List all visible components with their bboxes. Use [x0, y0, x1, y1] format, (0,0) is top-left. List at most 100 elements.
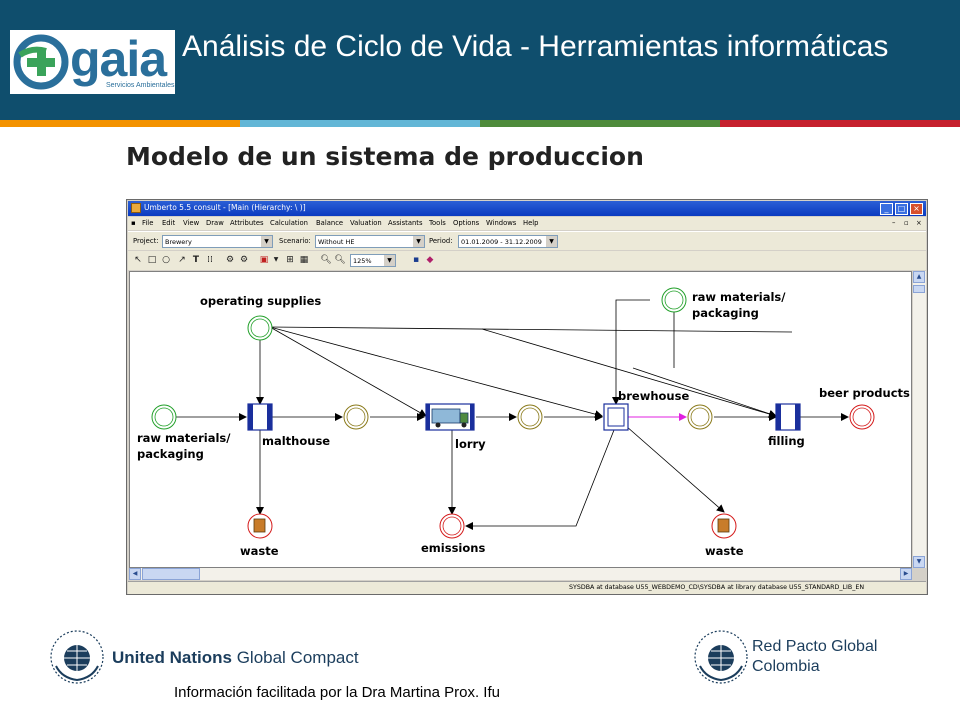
label-beer-products: beer products: [819, 386, 910, 400]
circle-tool-icon[interactable]: ○: [162, 255, 170, 265]
scroll-thumb[interactable]: [913, 285, 925, 293]
color-tool-icon[interactable]: ▣: [259, 255, 269, 265]
waste-bin-icon: [253, 518, 266, 533]
global-compact-left-icon: [50, 630, 104, 684]
arc-raw-top-to-filling-b: [632, 367, 777, 418]
minimize-button[interactable]: _: [880, 203, 893, 215]
truck-icon: [431, 408, 469, 428]
place-raw-materials-top[interactable]: [661, 287, 687, 313]
global-compact-right-icon: [694, 630, 748, 684]
place-operating-supplies[interactable]: [247, 315, 273, 341]
stripe-red: [720, 120, 960, 127]
scroll-right-button[interactable]: ▶: [900, 568, 912, 580]
project-label: Project:: [133, 237, 159, 245]
status-text: SYSDBA at database U55_WEBDEMO_CD\SYSDBA…: [569, 584, 865, 591]
horizontal-scrollbar[interactable]: ◀ ▶: [129, 568, 912, 580]
app-icon: [131, 203, 141, 213]
arc-raw-top-to-brewhouse: [612, 299, 650, 405]
project-select[interactable]: Brewery ▼: [162, 235, 273, 248]
menu-attributes[interactable]: Attributes: [230, 219, 264, 227]
scroll-thumb[interactable]: [142, 568, 200, 580]
process-tool-icon[interactable]: ⚙: [225, 255, 235, 265]
menu-help[interactable]: Help: [523, 219, 539, 227]
process-link-tool-icon[interactable]: ⚙: [239, 255, 249, 265]
chevron-down-icon: ▼: [261, 236, 272, 247]
zoom-out-icon[interactable]: 🔍︎: [334, 255, 346, 265]
menu-file[interactable]: File: [142, 219, 154, 227]
mdi-restore-button[interactable]: ▫: [904, 219, 909, 227]
gaia-globe-icon: [13, 34, 69, 90]
material-flow-network[interactable]: operating supplies raw materials/ packag…: [130, 272, 913, 569]
place-connection-brew[interactable]: [687, 404, 713, 430]
rp-line-1: Red Pacto Global: [752, 638, 878, 655]
grid-tool-icon[interactable]: ⁞⁞: [207, 255, 213, 265]
chevron-down-icon: ▼: [546, 236, 557, 247]
align-tool-icon[interactable]: ⊞: [286, 255, 294, 265]
menu-windows[interactable]: Windows: [486, 219, 517, 227]
zoom-in-icon[interactable]: 🔍︎: [320, 255, 332, 265]
project-value: Brewery: [165, 238, 192, 246]
label-brewhouse: brewhouse: [618, 389, 689, 403]
menu-edit[interactable]: Edit: [162, 219, 176, 227]
transition-lorry[interactable]: [425, 403, 475, 431]
label-emissions: emissions: [421, 541, 485, 555]
place-raw-materials-left[interactable]: [151, 404, 177, 430]
scroll-down-button[interactable]: ▼: [913, 556, 925, 568]
scroll-left-button[interactable]: ◀: [129, 568, 141, 580]
book-icon[interactable]: ◆: [426, 255, 434, 265]
window-title: Umberto 5.5 consult - [Main (Hierarchy: …: [144, 203, 306, 212]
zoom-select[interactable]: 125% ▼: [350, 254, 396, 267]
gaia-logo-subtitle: Servicios Ambientales: [106, 82, 175, 89]
transition-malthouse[interactable]: [247, 403, 273, 431]
place-beer-products[interactable]: [849, 404, 875, 430]
gaia-logo: gaia Servicios Ambientales: [10, 30, 175, 94]
place-emissions[interactable]: [439, 513, 465, 539]
period-select[interactable]: 01.01.2009 - 31.12.2009 ▼: [458, 235, 558, 248]
text-tool-icon[interactable]: T: [192, 255, 200, 265]
calculator-icon[interactable]: ▪: [412, 255, 420, 265]
mdi-close-button[interactable]: ×: [916, 219, 922, 227]
credit-text: Información facilitada por la Dra Martin…: [174, 684, 500, 701]
rectangle-tool-icon[interactable]: □: [147, 255, 157, 265]
model-canvas[interactable]: operating supplies raw materials/ packag…: [129, 271, 912, 568]
scroll-up-button[interactable]: ▲: [913, 271, 925, 283]
chevron-down-icon[interactable]: ▼: [273, 256, 279, 263]
close-button[interactable]: ×: [910, 203, 923, 215]
arc-operating-to-filling-b: [481, 328, 777, 418]
menu-view[interactable]: View: [183, 219, 200, 227]
scenario-select[interactable]: Without HE ▼: [315, 235, 425, 248]
gaia-logo-word: gaia: [70, 31, 167, 87]
place-connection-malt[interactable]: [343, 404, 369, 430]
menu-calculation[interactable]: Calculation: [270, 219, 308, 227]
menu-doc-icon[interactable]: ▪: [131, 219, 136, 227]
umberto-window: Umberto 5.5 consult - [Main (Hierarchy: …: [126, 199, 928, 595]
maximize-button[interactable]: □: [895, 203, 908, 215]
label-lorry: lorry: [455, 437, 486, 451]
pointer-tool-icon[interactable]: ↖: [134, 255, 142, 265]
transition-brewhouse[interactable]: [603, 403, 629, 431]
mdi-minimize-button[interactable]: –: [892, 219, 896, 227]
place-waste-left[interactable]: [247, 513, 273, 539]
scenario-label: Scenario:: [279, 237, 311, 245]
arrow-tool-icon[interactable]: ↗: [178, 255, 186, 265]
menu-options[interactable]: Options: [453, 219, 480, 227]
arc-brewhouse-to-waste: [625, 425, 725, 513]
transition-filling[interactable]: [775, 403, 801, 431]
window-titlebar[interactable]: Umberto 5.5 consult - [Main (Hierarchy: …: [128, 201, 926, 216]
vertical-scrollbar[interactable]: ▲ ▼: [913, 271, 926, 568]
table-tool-icon[interactable]: ▦: [299, 255, 309, 265]
arc-operating-to-brewhouse: [269, 326, 603, 419]
menu-valuation[interactable]: Valuation: [350, 219, 382, 227]
stripe-green: [480, 120, 720, 127]
period-value: 01.01.2009 - 31.12.2009: [461, 238, 542, 246]
scenario-toolbar: Project: Brewery ▼ Scenario: Without HE …: [128, 231, 926, 250]
place-waste-right[interactable]: [711, 513, 737, 539]
menu-draw[interactable]: Draw: [206, 219, 224, 227]
menu-balance[interactable]: Balance: [316, 219, 344, 227]
drawing-toolbar: ↖ □ ○ ↗ T ⁞⁞ ⚙ ⚙ ▣ ▼ ⊞ ▦ 🔍︎ 🔍︎ 125% ▼ ▪ …: [128, 251, 926, 270]
menu-tools[interactable]: Tools: [429, 219, 446, 227]
menu-assistants[interactable]: Assistants: [388, 219, 423, 227]
place-connection-lorry[interactable]: [517, 404, 543, 430]
stripe-orange: [0, 120, 240, 127]
label-malthouse: malthouse: [262, 434, 330, 448]
